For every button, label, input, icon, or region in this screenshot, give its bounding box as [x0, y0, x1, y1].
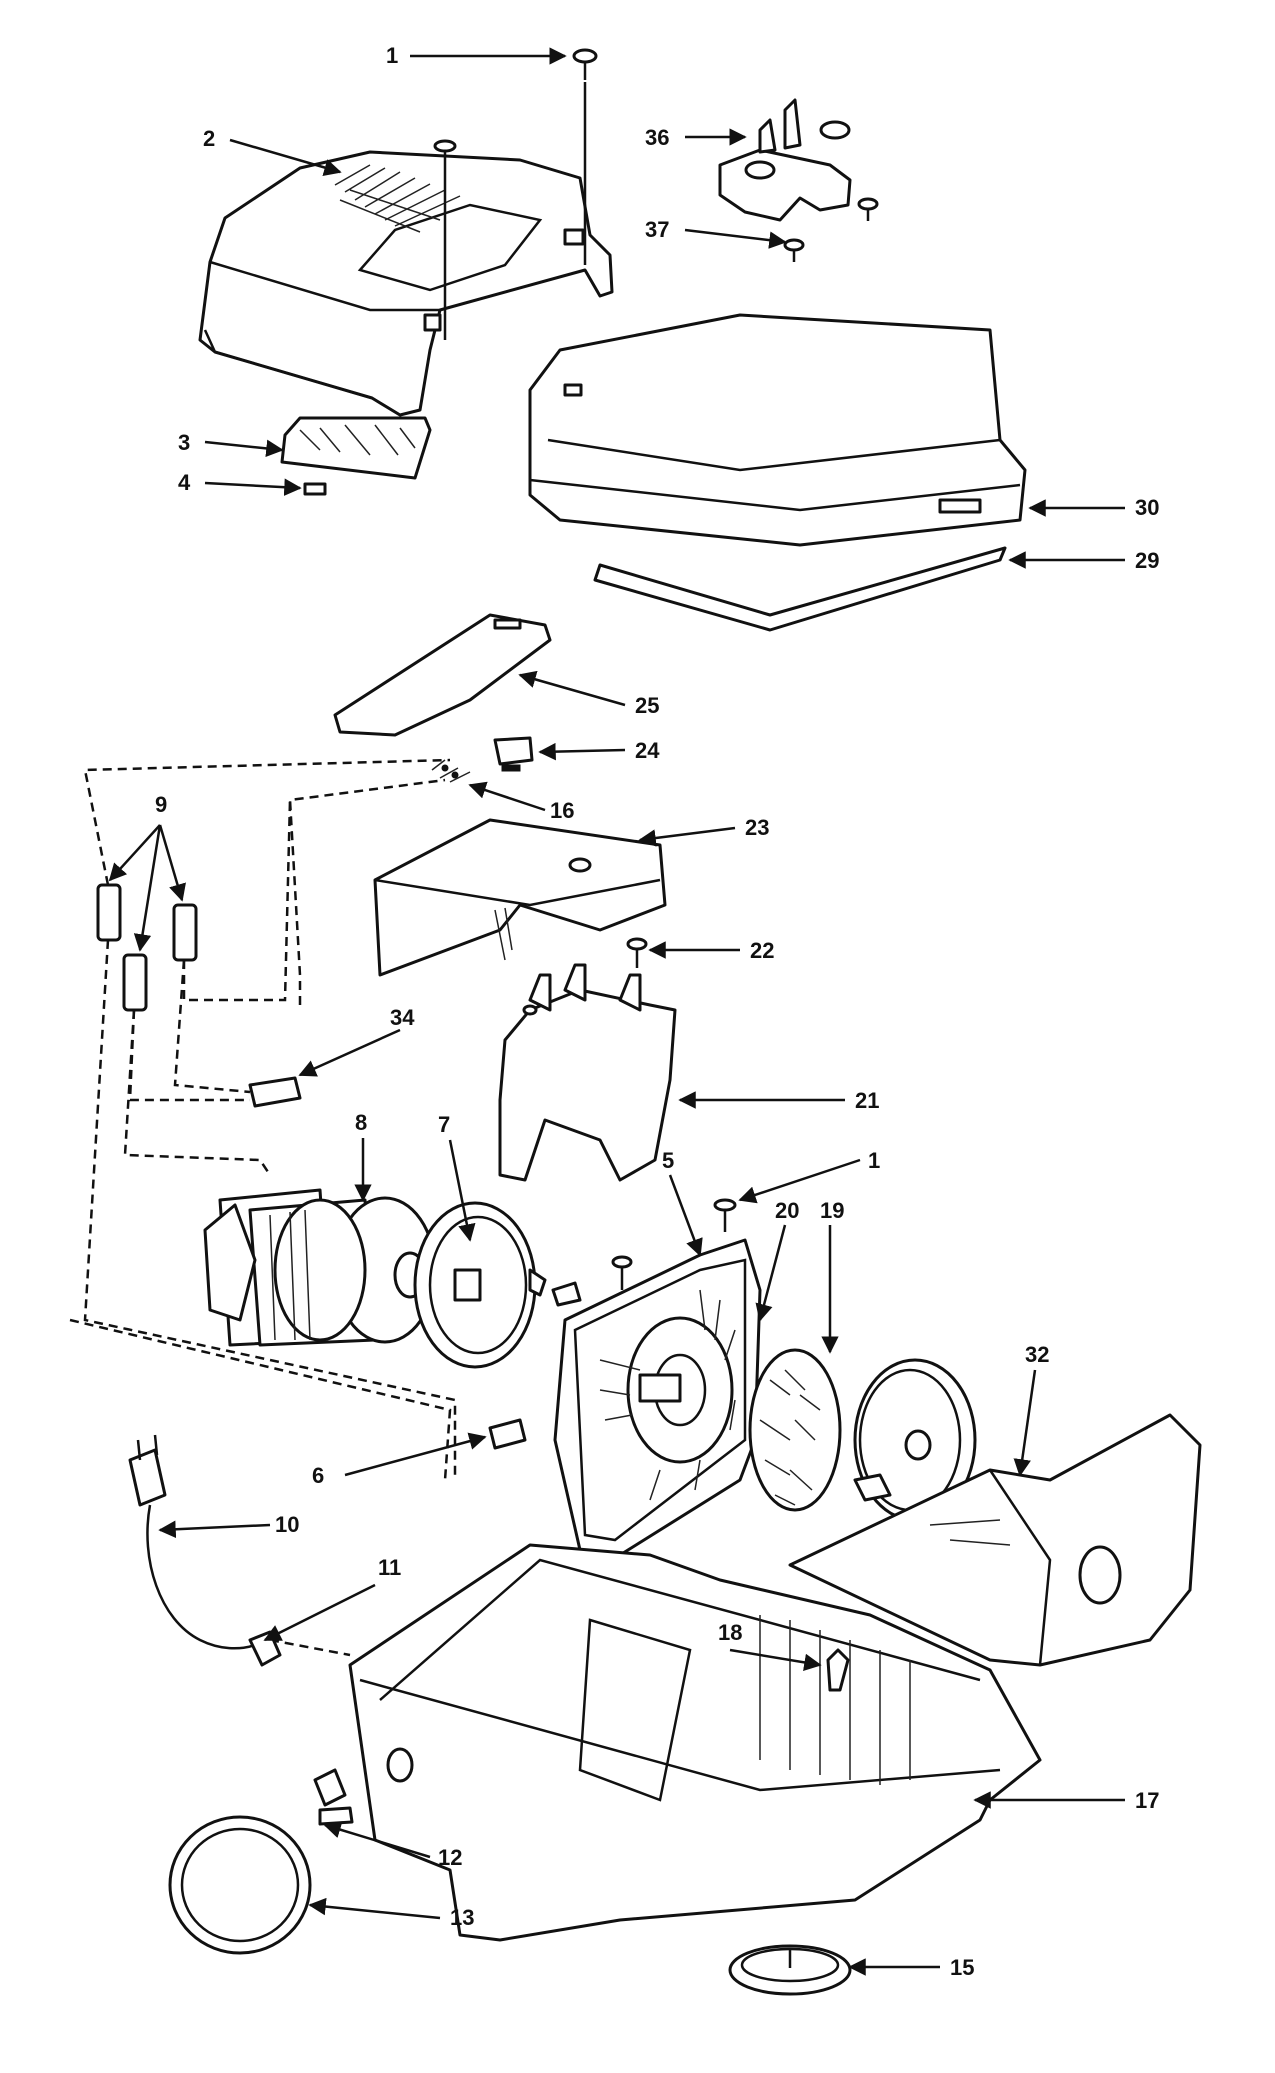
callout-23: 23: [745, 815, 769, 840]
block-part-6: [488, 1418, 527, 1450]
callout-labels: 1 2 3 4 36 37 30 29 25 24 9 16 23 22 34 …: [155, 43, 1159, 1980]
callout-32: 32: [1025, 1342, 1049, 1367]
block-small: [551, 1281, 582, 1307]
motor-part-8: [203, 1188, 437, 1347]
gasket-part-29: [593, 546, 1007, 632]
ring-seal-part-7: [413, 1201, 547, 1369]
latch-part-18: [826, 1648, 850, 1692]
power-cord-part-10: [128, 1434, 256, 1650]
callout-36: 36: [645, 125, 669, 150]
callout-10: 10: [275, 1512, 299, 1537]
leader-arrows: [108, 47, 1125, 1976]
screw-part-1-top: [572, 48, 598, 80]
callout-7: 7: [438, 1112, 450, 1137]
callout-34: 34: [390, 1005, 415, 1030]
callout-15: 15: [950, 1955, 974, 1980]
switch-part-24: [493, 736, 534, 772]
base-housing-part-17: [348, 1543, 1042, 1942]
callout-37: 37: [645, 217, 669, 242]
hood-cover-part-2: [198, 82, 614, 417]
filter-part-19: [748, 1348, 842, 1512]
callout-30: 30: [1135, 495, 1159, 520]
callout-1-top: 1: [386, 43, 398, 68]
motor-bracket-part-21: [498, 963, 677, 1182]
wheel-part-13: [168, 1815, 312, 1955]
connector-part-34: [248, 1076, 302, 1108]
callout-13: 13: [450, 1905, 474, 1930]
connector-part-4: [303, 482, 327, 496]
screw-part-37: [783, 197, 879, 262]
callout-12: 12: [438, 1845, 462, 1870]
callout-21: 21: [855, 1088, 879, 1113]
callout-25: 25: [635, 693, 659, 718]
callout-8: 8: [355, 1110, 367, 1135]
callout-29: 29: [1135, 548, 1159, 573]
callout-22: 22: [750, 938, 774, 963]
wiring-harness: [69, 758, 457, 1657]
callout-11: 11: [378, 1555, 401, 1580]
handle-bracket-part-36: [718, 98, 852, 222]
screw-part-1-mid: [611, 1198, 737, 1290]
callout-16: 16: [550, 798, 574, 823]
callout-20: 20: [775, 1198, 799, 1223]
fan-housing-part-5: [553, 1238, 762, 1557]
callout-4: 4: [178, 470, 191, 495]
caster-part-15: [728, 1944, 852, 1996]
screw-part-22: [626, 937, 648, 968]
dust-bag-part-32: [788, 1413, 1202, 1667]
callout-3: 3: [178, 430, 190, 455]
motor-cover-part-23: [373, 818, 667, 977]
callout-18: 18: [718, 1620, 742, 1645]
callout-6: 6: [312, 1463, 324, 1488]
strain-relief-part-11: [248, 1630, 282, 1667]
callout-24: 24: [635, 738, 660, 763]
callout-19: 19: [820, 1198, 844, 1223]
callout-9: 9: [155, 792, 167, 817]
lid-part-30: [528, 313, 1027, 547]
callout-17: 17: [1135, 1788, 1159, 1813]
callout-1-mid: 1: [868, 1148, 880, 1173]
callout-5: 5: [662, 1148, 674, 1173]
handle-grip-part-25: [333, 613, 552, 737]
wheel-axle-part-12: [313, 1768, 354, 1826]
connectors-part-9: [96, 883, 198, 1012]
terminals-part-16: [431, 759, 471, 783]
callout-2: 2: [203, 126, 215, 151]
circuit-board-part-3: [280, 416, 432, 480]
